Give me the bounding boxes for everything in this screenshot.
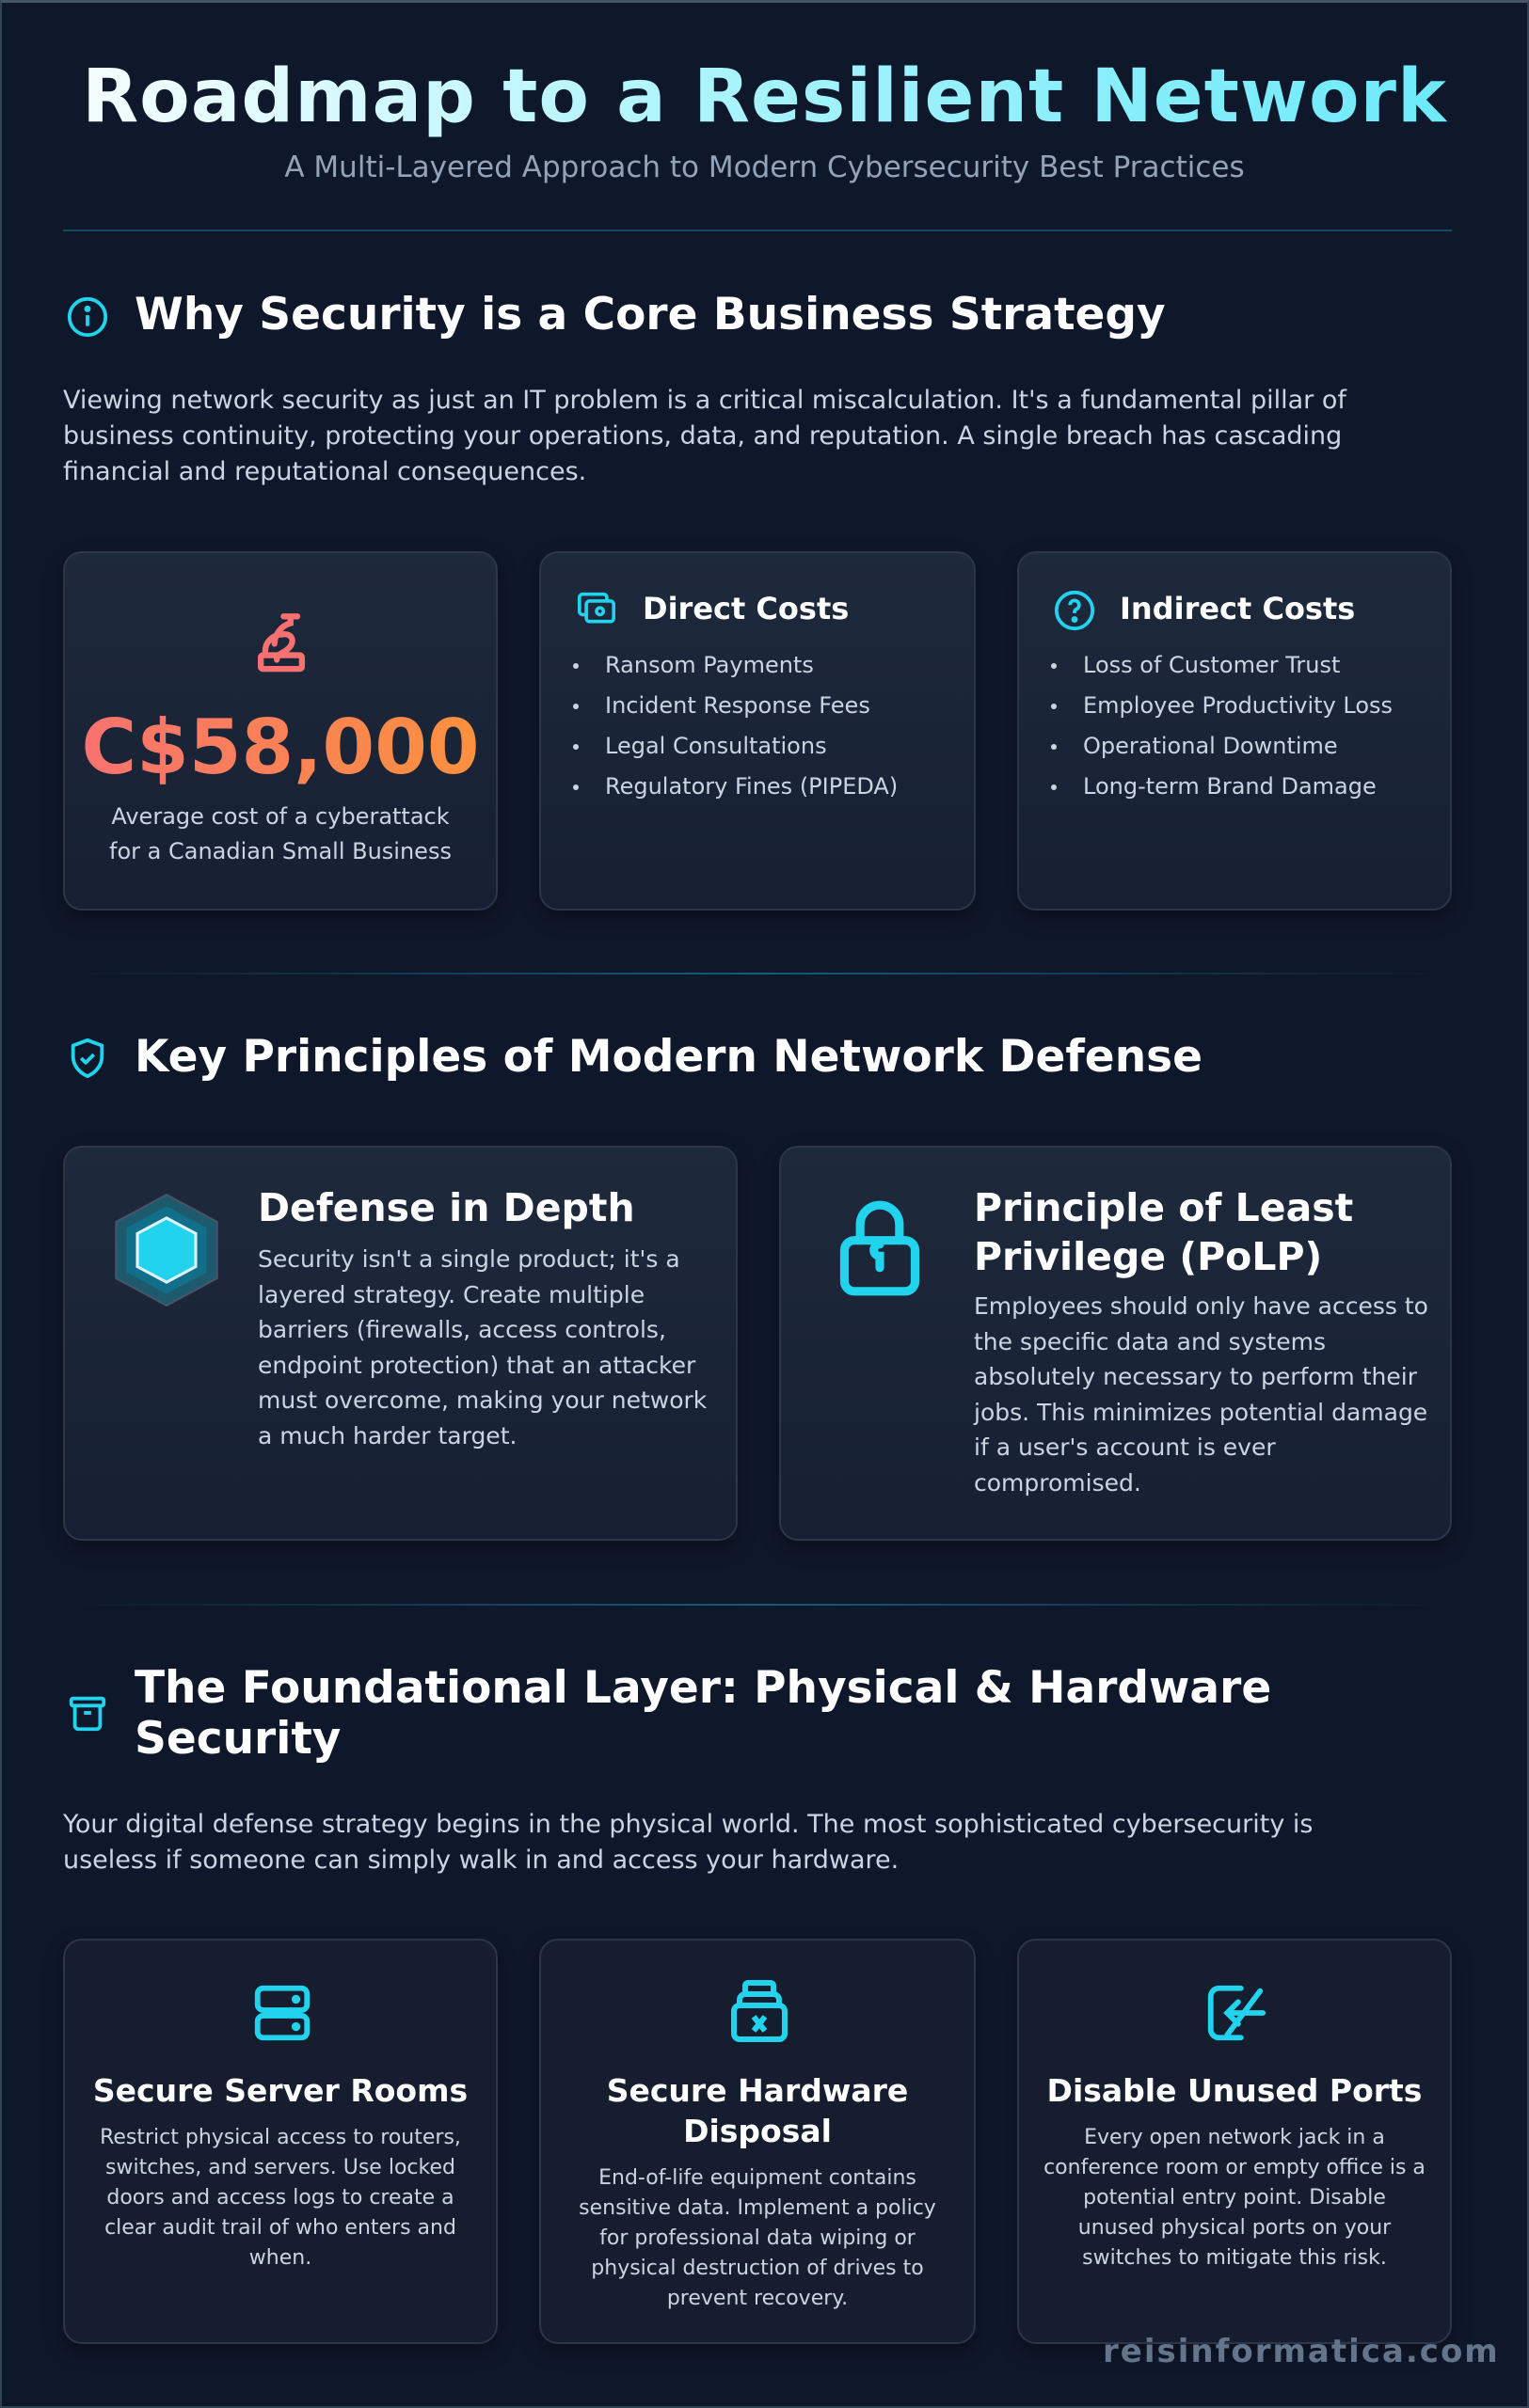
indirect-costs-card: Indirect Costs Loss of Customer Trust Em… xyxy=(1017,551,1452,911)
why-paragraph: Viewing network security as just an IT p… xyxy=(63,386,1346,486)
foundation-card-title: Disable Unused Ports xyxy=(1046,2072,1423,2109)
foundation-card-text: Every open network jack in a conference … xyxy=(1043,2126,1425,2270)
principle-text: Security isn't a single product; it's a … xyxy=(258,1245,708,1450)
divider xyxy=(63,973,1452,974)
drive-disposal-icon xyxy=(731,1980,788,2042)
stat-value: C$58,000 xyxy=(65,704,496,791)
divider xyxy=(63,1604,1452,1606)
stat-caption: Average cost of a cyberattack for a Cana… xyxy=(109,803,452,864)
foundation-card-server-rooms: Secure Server Rooms Restrict physical ac… xyxy=(63,1939,498,2344)
section-heading-principles: Key Principles of Modern Network Defense xyxy=(135,1031,1202,1083)
list-item: Operational Downtime xyxy=(1047,726,1393,767)
foundation-card-unused-ports: Disable Unused Ports Every open network … xyxy=(1017,1939,1452,2344)
money-bag-icon xyxy=(257,613,306,673)
direct-costs-title: Direct Costs xyxy=(643,591,850,626)
section-heading-why: Why Security is a Core Business Strategy xyxy=(135,289,1166,341)
lock-icon xyxy=(839,1200,920,1296)
port-disabled-icon xyxy=(1207,1985,1266,2041)
list-item: Loss of Customer Trust xyxy=(1047,645,1393,686)
watermark: reisinformatica.com xyxy=(1103,2333,1500,2370)
info-circle-icon xyxy=(67,296,108,338)
page-title: Roadmap to a Resilient Network xyxy=(0,55,1529,139)
page-subtitle: A Multi-Layered Approach to Modern Cyber… xyxy=(284,150,1245,184)
principle-title: Defense in Depth xyxy=(258,1185,635,1230)
cash-icon xyxy=(578,592,615,624)
principle-text: Employees should only have access to the… xyxy=(974,1292,1428,1497)
principle-title: Principle of Least Privilege (PoLP) xyxy=(974,1185,1354,1279)
archive-box-icon xyxy=(69,1696,106,1732)
section-heading-foundation: The Foundational Layer: Physical & Hardw… xyxy=(135,1662,1272,1765)
divider xyxy=(63,230,1452,231)
list-item: Incident Response Fees xyxy=(569,686,898,726)
layered-hexagon-icon xyxy=(115,1193,218,1307)
shield-check-icon xyxy=(71,1038,104,1079)
list-item: Regulatory Fines (PIPEDA) xyxy=(569,767,898,807)
stat-card: C$58,000 Average cost of a cyberattack f… xyxy=(63,551,498,911)
list-item: Legal Consultations xyxy=(569,726,898,767)
foundation-card-text: Restrict physical access to routers, swi… xyxy=(100,2126,461,2270)
list-item: Long-term Brand Damage xyxy=(1047,767,1393,807)
list-item: Ransom Payments xyxy=(569,645,898,686)
question-circle-icon xyxy=(1054,590,1095,631)
principle-card-defense-in-depth: Defense in Depth Security isn't a single… xyxy=(63,1146,738,1541)
principle-card-least-privilege: Principle of Least Privilege (PoLP) Empl… xyxy=(779,1146,1452,1541)
foundation-card-title: Secure Server Rooms xyxy=(92,2072,469,2109)
direct-costs-card: Direct Costs Ransom Payments Incident Re… xyxy=(539,551,976,911)
indirect-costs-list: Loss of Customer Trust Employee Producti… xyxy=(1047,645,1393,807)
indirect-costs-title: Indirect Costs xyxy=(1120,591,1356,626)
list-item: Employee Productivity Loss xyxy=(1047,686,1393,726)
foundation-paragraph: Your digital defense strategy begins in … xyxy=(63,1810,1314,1875)
foundation-card-text: End-of-life equipment contains sensitive… xyxy=(579,2166,936,2310)
foundation-card-title: Secure Hardware Disposal xyxy=(606,2072,909,2149)
server-icon xyxy=(254,1985,311,2041)
foundation-card-hardware-disposal: Secure Hardware Disposal End-of-life equ… xyxy=(539,1939,976,2344)
direct-costs-list: Ransom Payments Incident Response Fees L… xyxy=(569,645,898,807)
